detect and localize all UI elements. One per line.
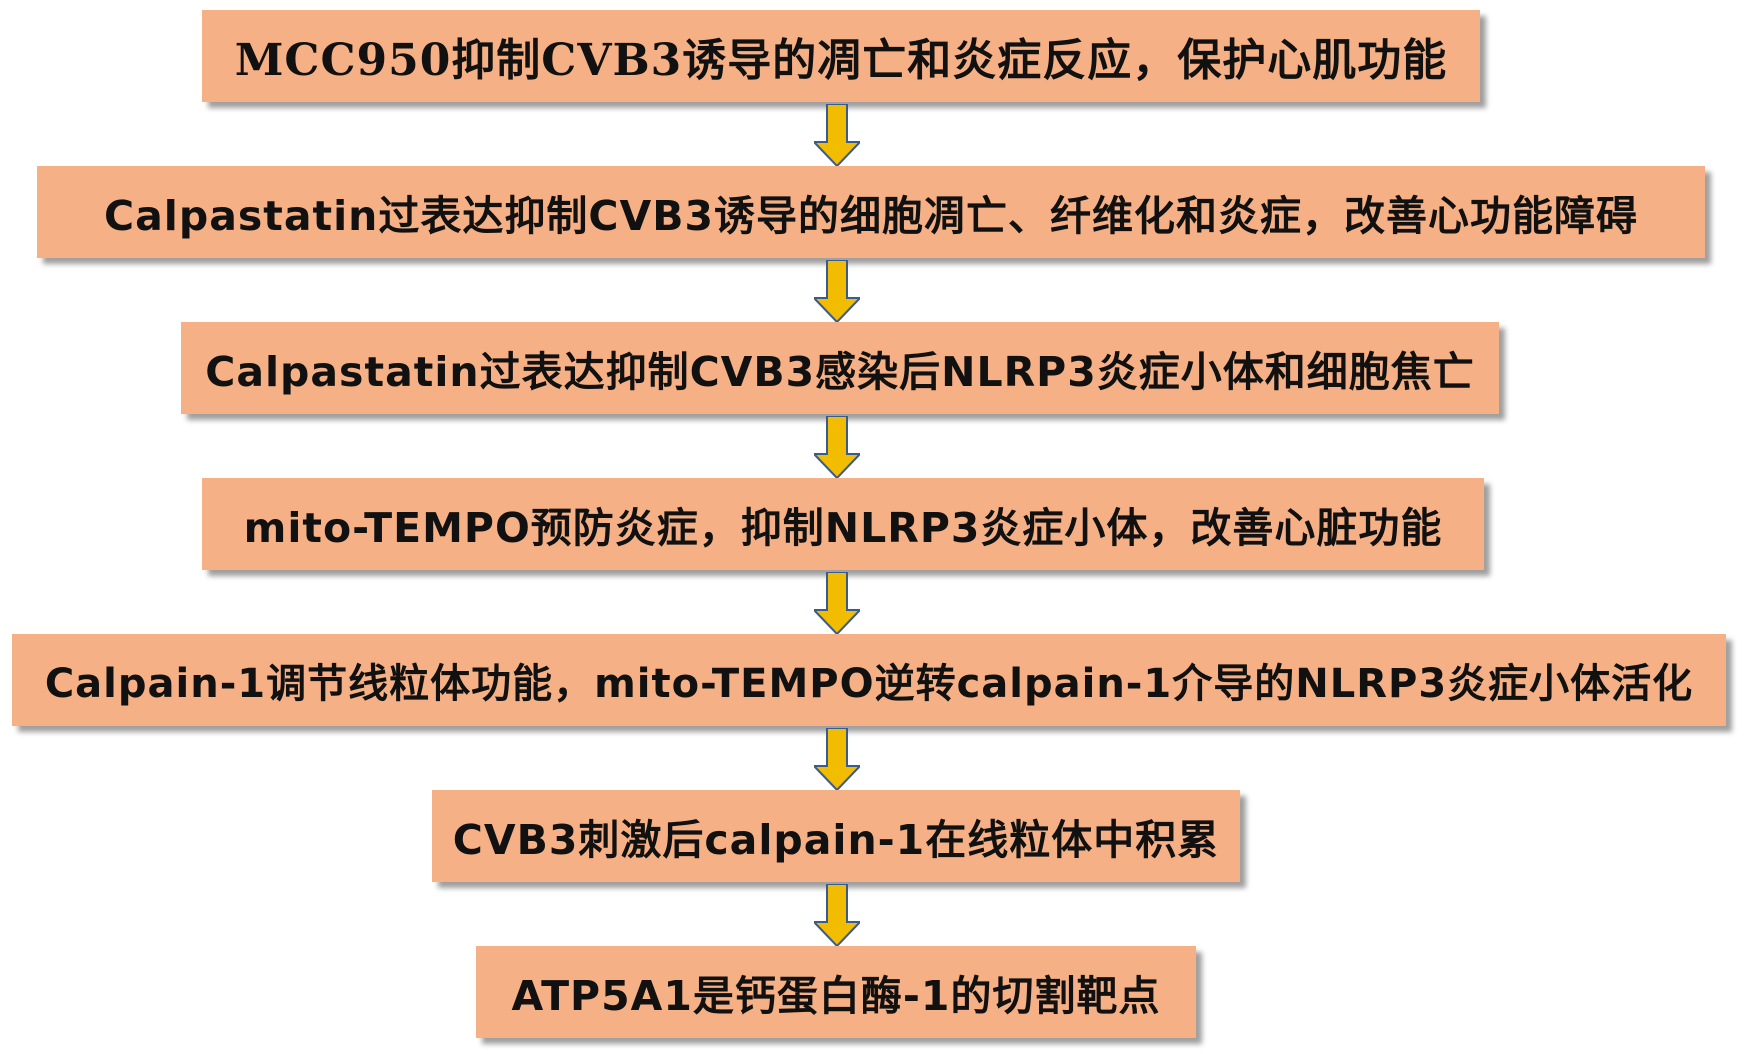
flow-box-2: Calpastatin过表达抑制CVB3诱导的细胞凋亡、纤维化和炎症，改善心功能…: [37, 166, 1705, 258]
flow-box-6: CVB3刺激后calpain-1在线粒体中积累: [432, 790, 1240, 882]
down-arrow-icon: [811, 727, 863, 794]
flow-box-5: Calpain-1调节线粒体功能，mito-TEMPO逆转calpain-1介导…: [12, 634, 1726, 726]
flow-box-7-text: ATP5A1是钙蛋白酶-1的切割靶点: [511, 972, 1161, 1020]
flow-box-5-text: Calpain-1调节线粒体功能，mito-TEMPO逆转calpain-1介导…: [44, 661, 1694, 707]
flow-box-1-text: MCC950抑制CVB3诱导的凋亡和炎症反应，保护心肌功能: [234, 35, 1448, 86]
flow-box-3: Calpastatin过表达抑制CVB3感染后NLRP3炎症小体和细胞焦亡: [181, 322, 1499, 414]
down-arrow-icon: [811, 883, 863, 950]
flow-box-1: MCC950抑制CVB3诱导的凋亡和炎症反应，保护心肌功能: [202, 10, 1480, 102]
flow-box-3-text: Calpastatin过表达抑制CVB3感染后NLRP3炎症小体和细胞焦亡: [205, 348, 1475, 396]
down-arrow-icon: [811, 259, 863, 326]
down-arrow-icon: [811, 103, 863, 170]
flow-box-4-text: mito-TEMPO预防炎症，抑制NLRP3炎症小体，改善心脏功能: [243, 504, 1443, 552]
down-arrow-icon: [811, 571, 863, 638]
flow-box-4: mito-TEMPO预防炎症，抑制NLRP3炎症小体，改善心脏功能: [202, 478, 1484, 570]
flow-box-6-text: CVB3刺激后calpain-1在线粒体中积累: [452, 816, 1220, 864]
flow-box-7: ATP5A1是钙蛋白酶-1的切割靶点: [476, 946, 1196, 1038]
flow-box-2-text: Calpastatin过表达抑制CVB3诱导的细胞凋亡、纤维化和炎症，改善心功能…: [104, 192, 1638, 240]
down-arrow-icon: [811, 415, 863, 482]
